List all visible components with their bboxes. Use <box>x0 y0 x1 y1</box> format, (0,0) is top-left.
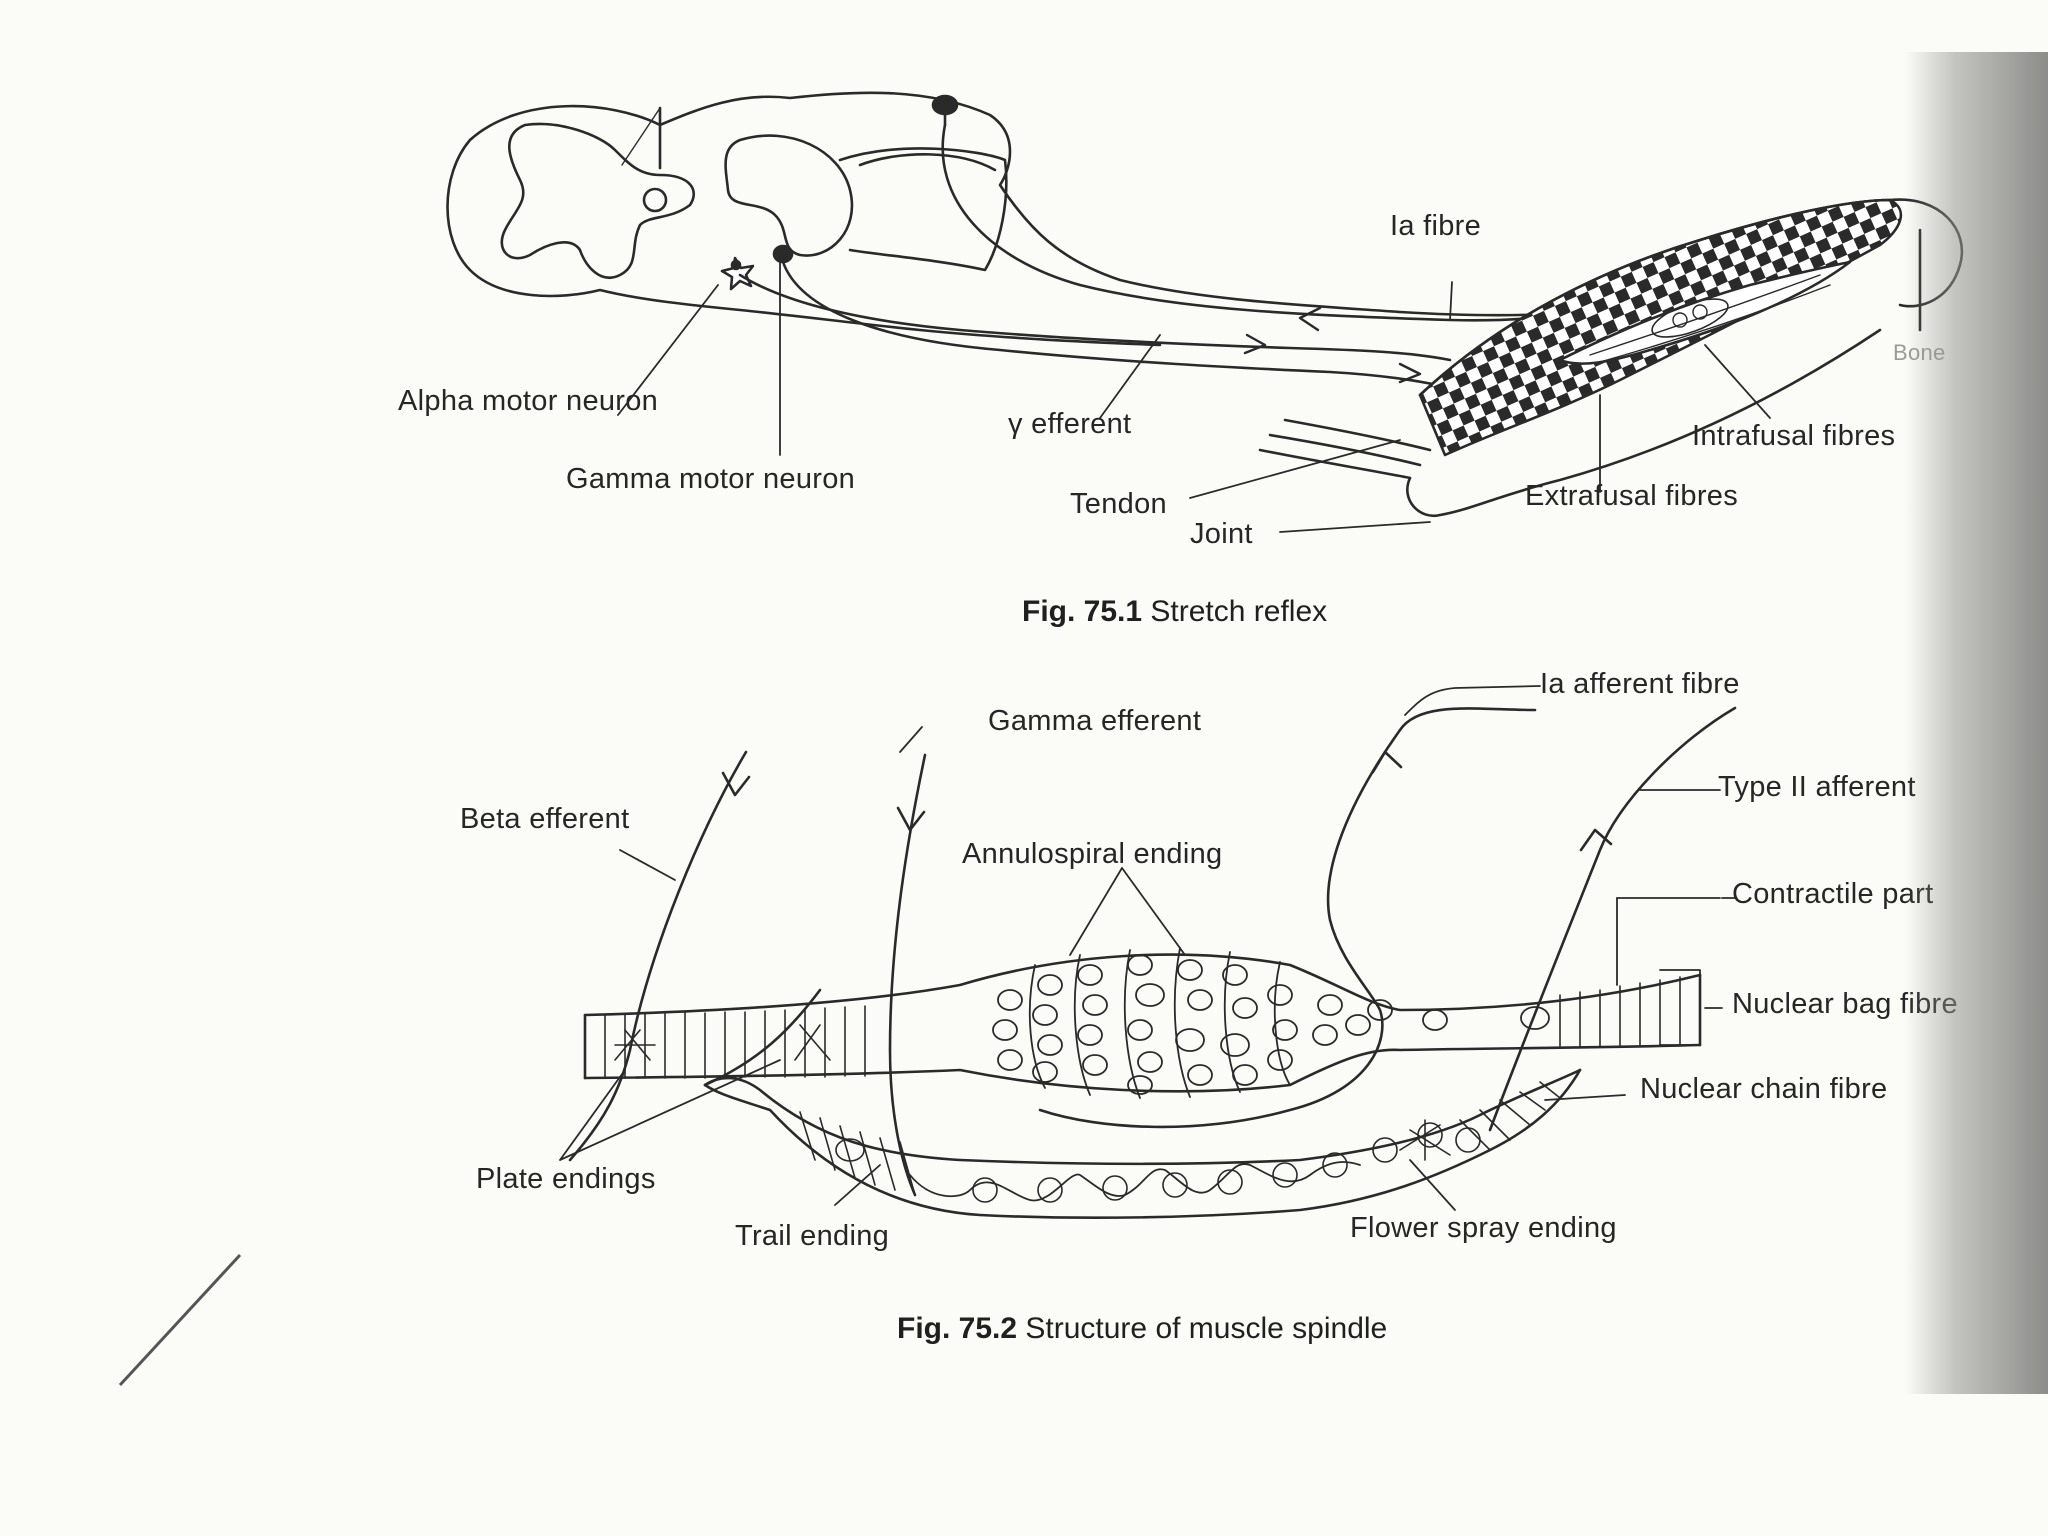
figure1-caption-text: Stretch reflex <box>1150 595 1328 628</box>
label-plate-endings: Plate endings <box>476 1163 656 1195</box>
spinal-cord-section <box>446 91 1622 347</box>
muscle <box>1258 198 1964 518</box>
label-gamma-efferent-fig2: Gamma efferent <box>988 705 1202 737</box>
alpha-motor-neuron-cell <box>720 256 755 291</box>
figure1-caption-number: Fig. 75.1 <box>1022 595 1143 628</box>
label-ia-afferent-fibre: Ia afferent fibre <box>1540 668 1740 700</box>
figure2-caption: Fig. 75.2 Structure of muscle spindle <box>897 1312 1387 1346</box>
label-extrafusal-fibres: Extrafusal fibres <box>1525 480 1739 512</box>
label-type-ii-afferent: Type II afferent <box>1718 771 1916 803</box>
label-ia-fibre: Ia fibre <box>1390 210 1482 242</box>
figure2-caption-text: Structure of muscle spindle <box>1025 1312 1388 1345</box>
page-edge-shadow <box>1905 52 2048 1394</box>
figure1-caption: Fig. 75.1 Stretch reflex <box>1022 595 1327 629</box>
nuclear-chain-fibre <box>703 1068 1582 1220</box>
nerve-endings <box>568 706 1737 1197</box>
label-trail-ending: Trail ending <box>735 1220 890 1252</box>
label-tendon: Tendon <box>1070 488 1167 520</box>
label-intrafusal-fibres: Intrafusal fibres <box>1692 420 1896 452</box>
dorsal-root-ganglion-cell <box>931 94 959 116</box>
gamma-motor-neuron-cell <box>772 244 794 264</box>
label-gamma-efferent: γ efferent <box>1008 408 1132 440</box>
label-flower-spray-ending: Flower spray ending <box>1350 1212 1617 1244</box>
label-contractile-part: Contractile part <box>1732 878 1934 910</box>
nuclear-bag-fibre <box>583 947 1702 1099</box>
pen-stroke <box>118 1253 242 1387</box>
label-gamma-motor-neuron: Gamma motor neuron <box>566 463 856 495</box>
label-nuclear-chain-fibre: Nuclear chain fibre <box>1640 1073 1888 1105</box>
figure2-caption-number: Fig. 75.2 <box>897 1312 1018 1345</box>
label-beta-efferent: Beta efferent <box>460 803 630 835</box>
label-alpha-motor-neuron: Alpha motor neuron <box>398 385 659 417</box>
label-annulospiral-ending: Annulospiral ending <box>962 838 1223 870</box>
label-joint: Joint <box>1190 518 1253 550</box>
